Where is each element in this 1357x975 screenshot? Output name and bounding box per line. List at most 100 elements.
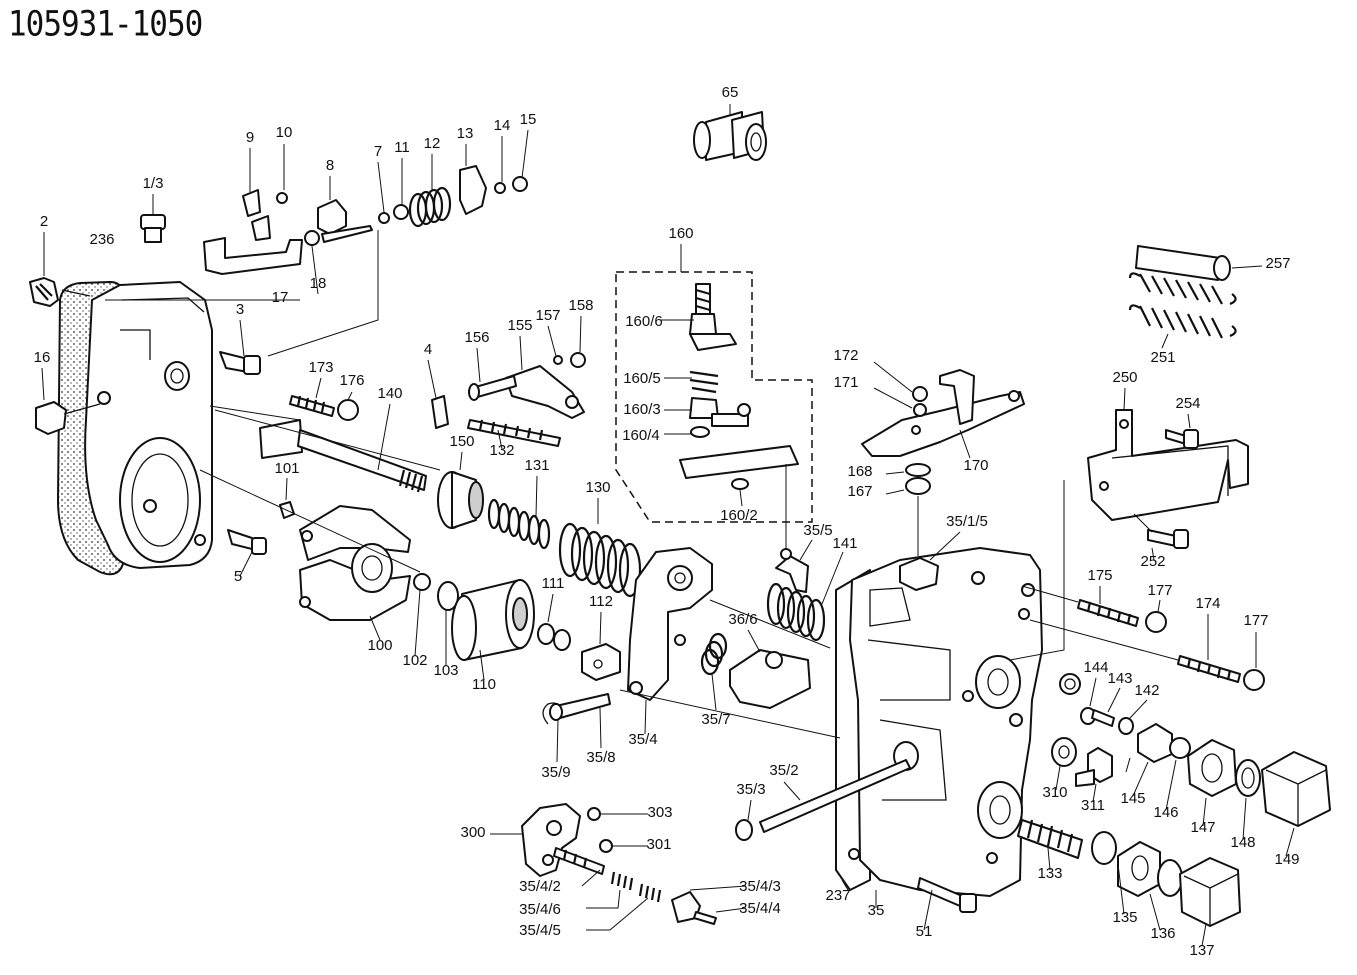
washer-146	[1169, 737, 1191, 759]
part-label-12: 12	[424, 135, 441, 152]
part-label-171: 171	[833, 374, 858, 391]
part-label-13: 13	[457, 125, 474, 142]
part-label-10: 10	[276, 124, 293, 141]
part-label-170: 170	[963, 457, 988, 474]
part-label-172: 172	[833, 347, 858, 364]
bracket-36-6	[729, 629, 811, 709]
cap-149	[1261, 751, 1331, 827]
part-label-131: 131	[524, 457, 549, 474]
lever-35-5	[775, 539, 813, 593]
pin-35-8	[542, 693, 611, 763]
clip-301	[599, 839, 613, 853]
screw-175	[1021, 585, 1167, 633]
part-label-35-4-6: 35/4/6	[519, 901, 561, 918]
part-label-160: 160	[668, 225, 693, 242]
part-label-136: 136	[1150, 925, 1175, 942]
part-label-16: 16	[34, 349, 51, 366]
lever-17	[203, 237, 303, 275]
part-label-35-5: 35/5	[803, 522, 832, 539]
washer-148	[1235, 759, 1261, 797]
bolt-51	[917, 877, 977, 931]
part-label-156: 156	[464, 329, 489, 346]
part-label-303: 303	[647, 804, 672, 821]
bushing-167	[905, 477, 931, 495]
screw-173	[289, 377, 359, 421]
plug-2	[29, 277, 59, 307]
part-label-237: 237	[825, 887, 850, 904]
spring-35-7	[700, 632, 728, 711]
part-label-132: 132	[489, 442, 514, 459]
bracket-4	[427, 359, 449, 429]
screw-35-4-2	[553, 847, 605, 887]
spring-35-4-6	[586, 871, 634, 909]
spring-35-4-5	[586, 883, 662, 931]
rod-132	[467, 419, 561, 450]
part-label-35-7: 35/7	[701, 711, 730, 728]
part-label-144: 144	[1083, 659, 1108, 676]
part-label-101: 101	[274, 460, 299, 477]
pin-35-2	[735, 759, 911, 841]
part-label-147: 147	[1190, 819, 1215, 836]
part-label-100: 100	[367, 637, 392, 654]
part-label-155: 155	[507, 317, 532, 334]
screw-254	[1165, 413, 1199, 449]
part-label-18: 18	[310, 275, 327, 292]
plug-16	[35, 401, 67, 435]
part-label-1-3: 1/3	[143, 175, 164, 192]
part-label-9: 9	[246, 129, 254, 146]
lever-155	[468, 315, 586, 419]
nut-147	[1187, 739, 1237, 797]
part-label-311: 311	[1081, 797, 1105, 814]
part-label-145: 145	[1120, 790, 1145, 807]
part-label-35-3: 35/3	[736, 781, 765, 798]
part-label-11: 11	[394, 139, 410, 156]
part-label-14: 14	[494, 117, 511, 134]
screw-174	[1029, 614, 1265, 691]
part-label-167: 167	[847, 483, 872, 500]
nut-176	[337, 399, 359, 421]
nut-35-1-5	[899, 557, 939, 591]
part-label-149: 149	[1274, 851, 1299, 868]
bracket-250	[1009, 387, 1249, 661]
part-label-2: 2	[40, 213, 48, 230]
part-label-3: 3	[236, 301, 244, 318]
part-label-135: 135	[1112, 909, 1137, 926]
part-label-250: 250	[1112, 369, 1137, 386]
part-label-65: 65	[722, 84, 739, 101]
ring-102	[413, 573, 431, 591]
part-label-35-8: 35/8	[586, 749, 615, 766]
part-label-177: 177	[1147, 582, 1172, 599]
part-label-160-6: 160/6	[625, 313, 663, 330]
nut-177b	[1243, 669, 1265, 691]
connector-65	[693, 104, 767, 161]
fitting-stack-145-149	[1125, 723, 1331, 857]
flyweight-assembly-100	[279, 477, 459, 666]
part-label-254: 254	[1175, 395, 1200, 412]
nut-158	[570, 352, 586, 368]
ring-7	[378, 212, 390, 224]
nut-303	[587, 807, 601, 821]
lever-8	[317, 199, 347, 235]
part-label-176: 176	[339, 372, 364, 389]
part-label-140: 140	[377, 385, 402, 402]
part-label-102: 102	[402, 652, 427, 669]
washer-171	[913, 403, 927, 417]
part-label-133: 133	[1037, 865, 1062, 882]
part-label-157: 157	[535, 307, 560, 324]
part-label-17: 17	[272, 289, 289, 306]
washer-142	[1118, 717, 1134, 735]
part-label-142: 142	[1134, 682, 1159, 699]
part-label-160-4: 160/4	[622, 427, 660, 444]
block-112	[581, 611, 621, 681]
part-label-310: 310	[1042, 784, 1067, 801]
assembly-160	[615, 244, 813, 550]
nut-172	[912, 386, 928, 402]
part-label-35-4-5: 35/4/5	[519, 922, 561, 939]
nut-35-4-3	[671, 885, 747, 923]
ring-111	[537, 593, 571, 651]
pin-35-4-4	[693, 907, 747, 925]
part-label-301: 301	[646, 836, 671, 853]
part-label-160-2: 160/2	[720, 507, 758, 524]
nut-177	[1145, 611, 1167, 633]
bushing-150	[437, 451, 484, 529]
